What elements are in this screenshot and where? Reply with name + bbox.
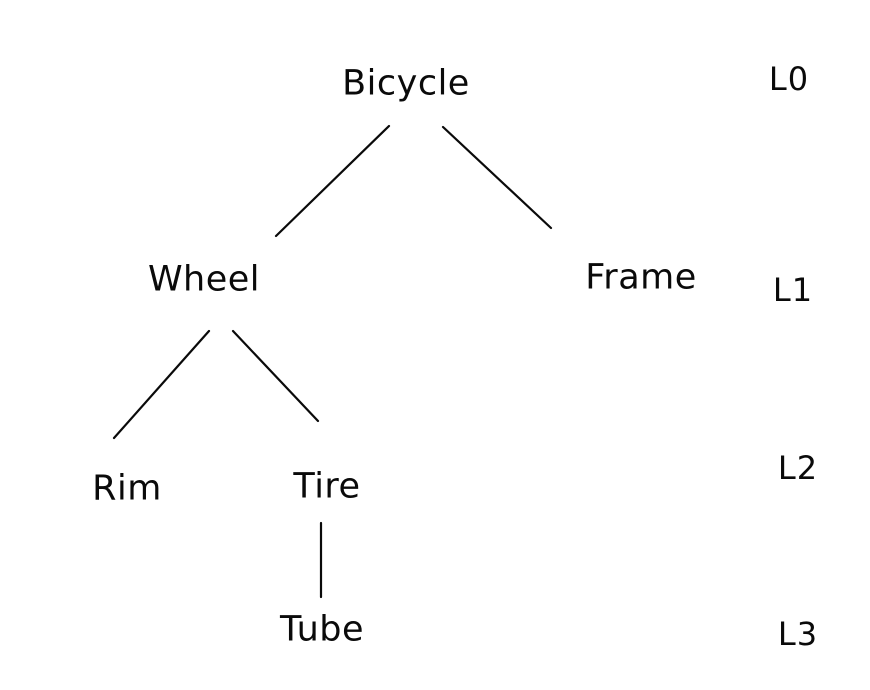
edge-wheel-to-tire xyxy=(231,329,320,423)
node-tire[interactable]: Tire xyxy=(293,466,361,507)
node-wheel[interactable]: Wheel xyxy=(147,259,261,300)
level-label-l0: L0 xyxy=(768,60,810,98)
node-tube[interactable]: Tube xyxy=(280,609,364,650)
node-frame[interactable]: Frame xyxy=(585,257,697,298)
level-label-l1: L1 xyxy=(772,271,814,309)
edge-wheel-to-rim xyxy=(112,329,211,440)
level-label-l3: L3 xyxy=(777,615,819,653)
node-rim[interactable]: Rim xyxy=(92,468,162,509)
edge-bicycle-to-wheel xyxy=(274,124,391,238)
level-label-l2: L2 xyxy=(777,449,819,487)
node-bicycle[interactable]: Bicycle xyxy=(342,63,470,104)
edge-bicycle-to-frame xyxy=(441,125,553,230)
